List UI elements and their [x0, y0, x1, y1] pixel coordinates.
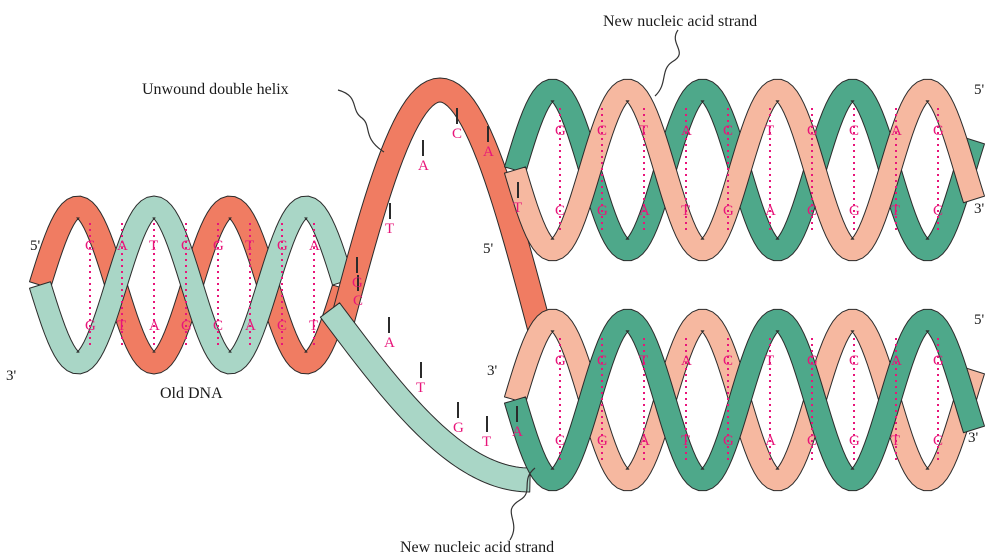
- unwound-bottom-base: G: [453, 420, 464, 436]
- old-helix-base: T: [117, 318, 126, 334]
- top-helix-base: T: [891, 203, 900, 219]
- top-right-3-end: 3': [974, 201, 985, 217]
- unwound-bottom-base: T: [416, 380, 425, 396]
- old-helix-base: A: [117, 238, 128, 254]
- old-helix-base: G: [181, 318, 192, 334]
- unwound-top-base: T: [385, 221, 394, 237]
- bottom-helix-base: A: [891, 353, 902, 369]
- old-left-3-end: 3': [6, 368, 17, 384]
- top-helix-base: T: [765, 123, 774, 139]
- helix-ribbons: [29, 78, 984, 492]
- unwound-mid-base: C: [353, 293, 363, 309]
- unwound-top-base: A: [483, 144, 494, 160]
- bottom-helix-base: C: [807, 433, 817, 449]
- top-helix-base: C: [597, 123, 607, 139]
- top-helix-base: C: [933, 203, 943, 219]
- new-strand-top-label: New nucleic acid strand: [603, 13, 757, 30]
- unwound-lower-strand: [320, 303, 530, 492]
- unwound-top-base: C: [452, 126, 462, 142]
- bottom-helix-base: G: [597, 433, 608, 449]
- bottom-helix-base: G: [555, 353, 566, 369]
- unwound-leader-line: [338, 90, 384, 152]
- old-helix-base: C: [213, 318, 223, 334]
- bottom-helix-base: A: [639, 433, 650, 449]
- unwound-bottom-base: A: [384, 335, 395, 351]
- bottom-right-5-end: 5': [974, 312, 985, 328]
- old-helix-base: A: [149, 318, 160, 334]
- bottom-helix-base: C: [849, 353, 859, 369]
- top-helix-base: A: [639, 203, 650, 219]
- old-helix-base: T: [149, 238, 158, 254]
- top-helix-base: G: [933, 123, 944, 139]
- bottom-helix-base: T: [681, 433, 690, 449]
- bottom-right-3-end: 3': [968, 430, 979, 446]
- old-dna-label: Old DNA: [160, 385, 223, 402]
- unwound-bottom-base: T: [482, 434, 491, 450]
- top-helix-base: G: [555, 123, 566, 139]
- top-helix-base: A: [891, 123, 902, 139]
- bottom-helix-base: C: [723, 353, 733, 369]
- top-helix-base: A: [681, 123, 692, 139]
- old-helix-base: C: [181, 238, 191, 254]
- new-strand-top-leader: [655, 30, 679, 96]
- top-helix-base: T: [639, 123, 648, 139]
- top-helix-base: G: [723, 203, 734, 219]
- bottom-left-3-end: 3': [487, 363, 498, 379]
- top-helix-base: T: [681, 203, 690, 219]
- bottom-helix-base: G: [933, 353, 944, 369]
- bottom-helix-base: A: [681, 353, 692, 369]
- top-helix-base: C: [723, 123, 733, 139]
- old-helix-strand-a: [29, 196, 353, 374]
- unwound-bottom-base: A: [512, 424, 523, 440]
- bottom-helix-base: T: [765, 353, 774, 369]
- top-helix-base: G: [597, 203, 608, 219]
- bottom-helix-base: G: [849, 433, 860, 449]
- bottom-helix-base: T: [891, 433, 900, 449]
- old-helix-base: T: [245, 238, 254, 254]
- top-right-5-end: 5': [974, 82, 985, 98]
- top-left-5-end: 5': [483, 241, 494, 257]
- top-helix-base: G: [849, 203, 860, 219]
- bottom-helix-base: G: [807, 353, 818, 369]
- bottom-helix-base: C: [555, 433, 565, 449]
- old-helix-base: T: [309, 318, 318, 334]
- old-helix-base: A: [245, 318, 256, 334]
- old-helix-base: G: [213, 238, 224, 254]
- top-helix-base: C: [849, 123, 859, 139]
- top-helix-base: A: [765, 203, 776, 219]
- old-helix-base: C: [277, 318, 287, 334]
- top-helix-base: G: [807, 123, 818, 139]
- top-helix-base: C: [807, 203, 817, 219]
- new-strand-bottom-label: New nucleic acid strand: [400, 539, 554, 556]
- bottom-helix-base: C: [597, 353, 607, 369]
- bottom-helix-base: G: [723, 433, 734, 449]
- unwound-mid-base: G: [352, 275, 363, 291]
- top-helix-base: C: [555, 203, 565, 219]
- old-helix-base: C: [85, 238, 95, 254]
- old-helix-base: A: [309, 238, 320, 254]
- old-left-5-end: 5': [30, 238, 41, 254]
- old-helix-base: G: [85, 318, 96, 334]
- bottom-helix-base: C: [933, 433, 943, 449]
- unwound-top-base: T: [513, 200, 522, 216]
- unwound-top-base: A: [418, 158, 429, 174]
- old-helix-base: G: [277, 238, 288, 254]
- bottom-helix-base: T: [639, 353, 648, 369]
- bottom-helix-base: A: [765, 433, 776, 449]
- unwound-helix-label: Unwound double helix: [142, 81, 289, 98]
